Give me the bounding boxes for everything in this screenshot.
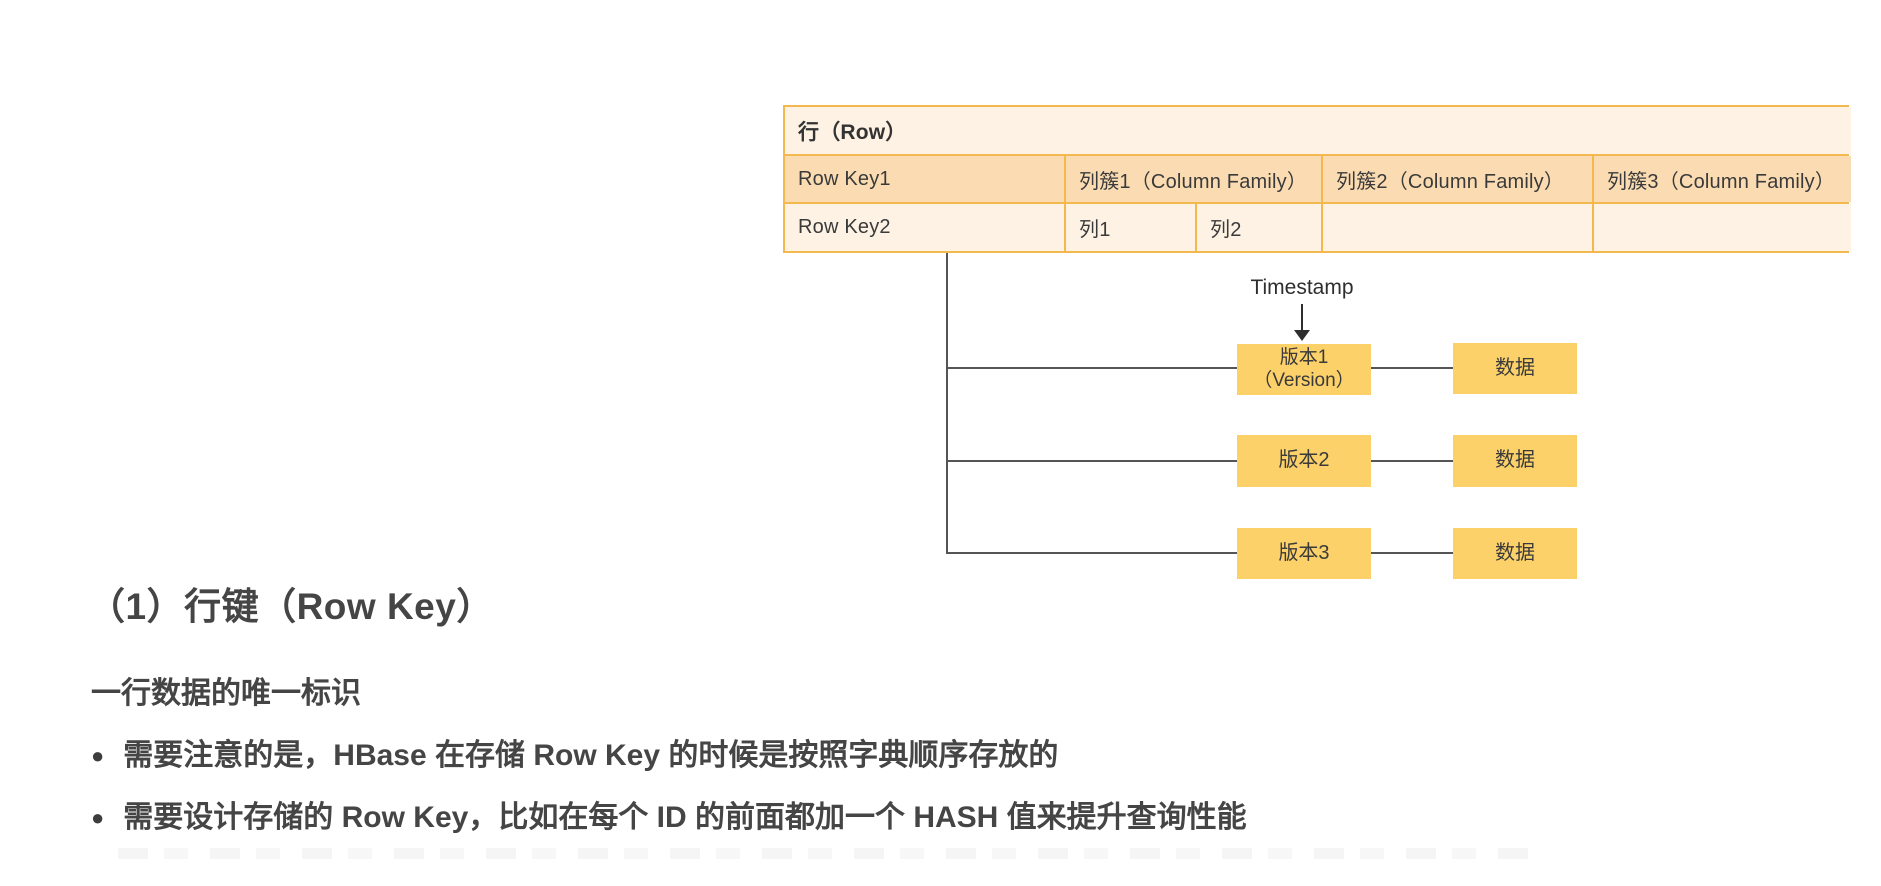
data2-node: 数据 [1453,435,1577,487]
link-line-version1-data [1371,367,1453,369]
data3-node: 数据 [1453,528,1577,579]
bullet-dot-icon: ● [91,743,105,768]
table-header-row-cell: 行（Row） [785,107,1851,154]
hbase-row-table: 行（Row） Row Key1 列簇1（Column Family） 列簇2（C… [783,105,1851,253]
version2-node: 版本2 [1237,435,1371,487]
branch-line-version2 [946,460,1237,462]
timestamp-arrow-icon [1294,330,1310,341]
column1-cell: 列1 [1066,204,1195,251]
empty-cell-cf3 [1594,204,1851,251]
branch-line-version1 [946,367,1237,369]
bullet-item-2: ● 需要设计存储的 Row Key，比如在每个 ID 的前面都加一个 HASH … [91,798,1247,838]
bullet-item-1: ● 需要注意的是，HBase 在存储 Row Key 的时候是按照字典顺序存放的 [91,736,1058,776]
version1-sublabel: （Version） [1253,369,1355,391]
column2-cell: 列2 [1197,204,1321,251]
faint-cutoff-text-line [118,848,1528,859]
trunk-connector-line [946,253,948,554]
timestamp-label: Timestamp [1250,276,1354,299]
link-line-version3-data [1371,552,1453,554]
version3-node: 版本3 [1237,528,1371,579]
intro-text: 一行数据的唯一标识 [91,677,361,710]
empty-cell-cf2 [1323,204,1592,251]
bullet-text: 需要注意的是，HBase 在存储 Row Key 的时候是按照字典顺序存放的 [123,739,1059,772]
version1-label: 版本1 [1279,347,1329,369]
data1-node: 数据 [1453,343,1577,394]
branch-line-version3 [946,552,1237,554]
bullet-text: 需要设计存储的 Row Key，比如在每个 ID 的前面都加一个 HASH 值来… [123,801,1247,834]
row-key1-cell: Row Key1 [785,156,1064,202]
column-family1-cell: 列簇1（Column Family） [1066,156,1321,202]
row-key2-cell: Row Key2 [785,204,1064,251]
version1-node: 版本1 （Version） [1237,344,1371,395]
column-family3-cell: 列簇3（Column Family） [1594,156,1851,202]
section-heading: （1）行键（Row Key） [88,586,494,627]
timestamp-arrow-shaft [1301,304,1303,332]
column-family2-cell: 列簇2（Column Family） [1323,156,1592,202]
bullet-dot-icon: ● [91,805,105,830]
link-line-version2-data [1371,460,1453,462]
